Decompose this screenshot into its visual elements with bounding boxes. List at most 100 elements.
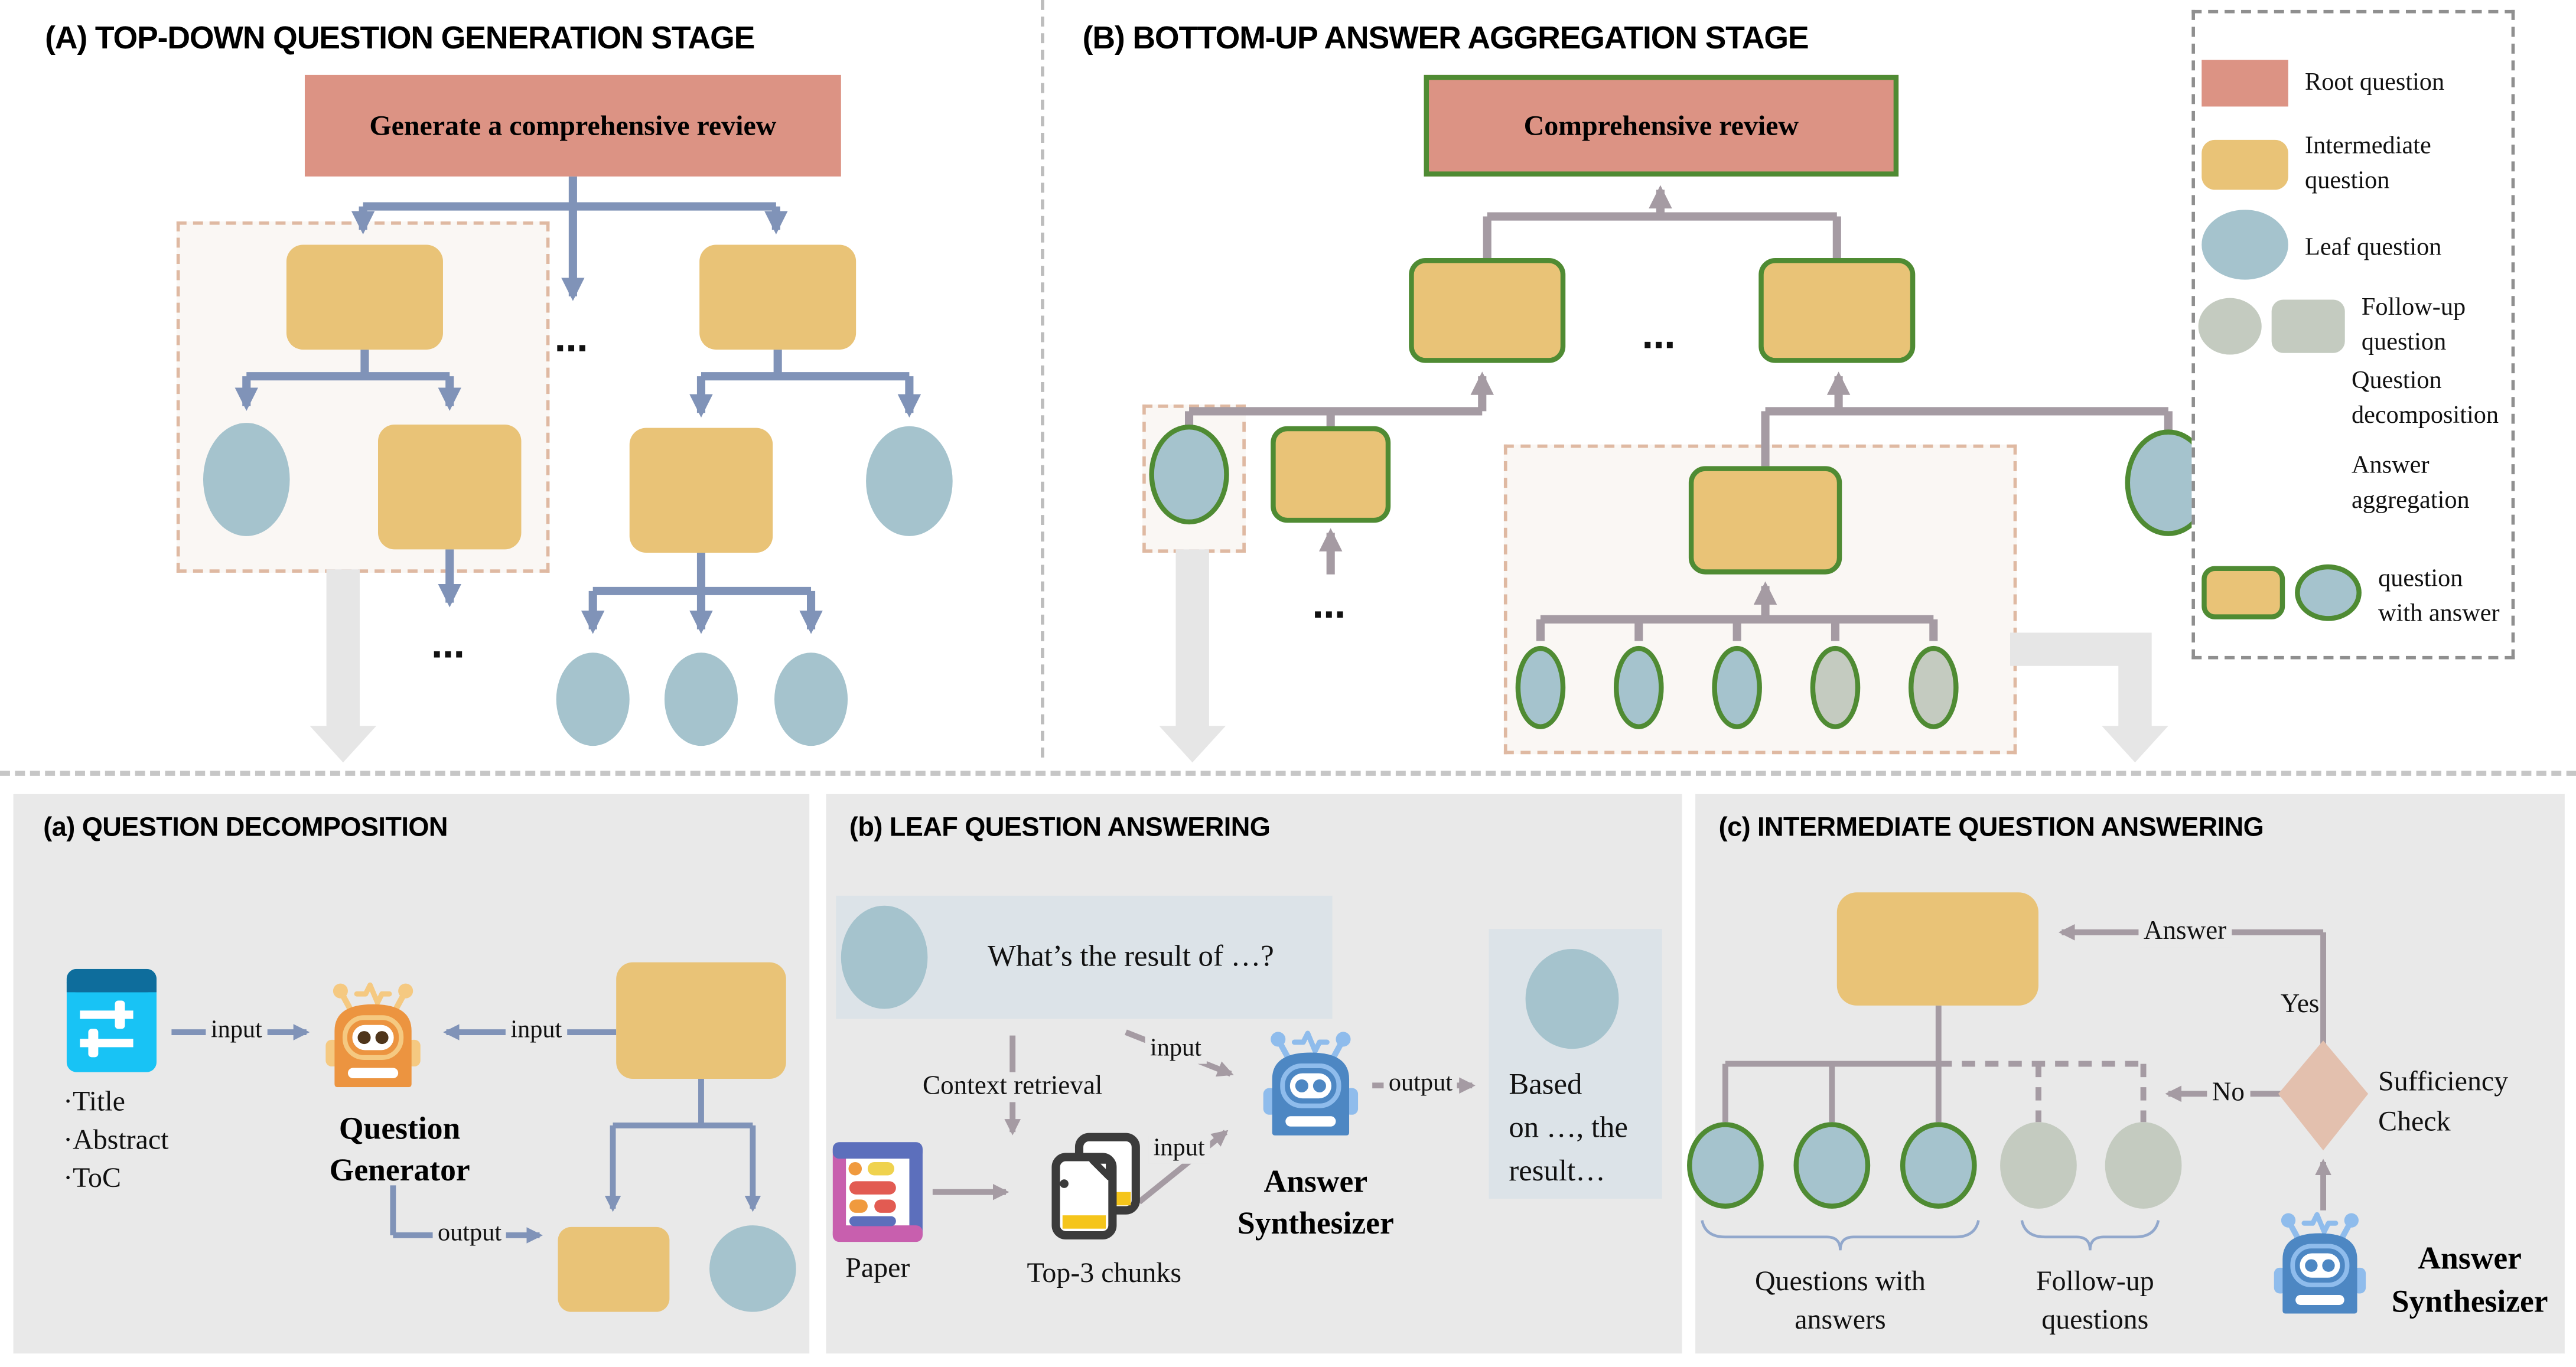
document-fields-list: ·Title ·Abstract ·ToC [63,1082,168,1198]
stage-a-root-label: Generate a comprehensive review [369,109,777,141]
paper-icon [832,1142,923,1242]
panel-a-parent-question-node [616,962,786,1079]
doc-field-abstract: ·Abstract [63,1124,169,1156]
panel-b-synthesizer-line2: Synthesizer [1237,1207,1394,1242]
answer-synthesizer-robot-icon [1258,1029,1364,1136]
panel-a-leaf-node [709,1225,796,1312]
panel-a-input-right-label: input [505,1017,567,1046]
sufficiency-line1: Sufficiency [2378,1065,2509,1097]
panel-c-braces [1701,1220,2160,1251]
legend-withanswer-line1: question [2378,566,2463,593]
question-generator-label: Question Generator [283,1109,516,1192]
leaf-question-circle [841,905,928,1009]
stage-a-ellipsis-sub: … [431,626,468,666]
stage-a-intermediate-1 [286,244,443,350]
brace-left-line2: answers [1795,1303,1886,1336]
stage-b-intermediate-4 [1688,466,1842,575]
document-outline-icon [66,968,157,1072]
panel-b-synthesizer-label: Answer Synthesizer [1186,1162,1445,1245]
stage-a-leaf-4 [664,652,738,746]
panel-b-input-bottom-label: input [1148,1135,1210,1164]
legend-root-label: Root question [2305,70,2445,97]
legend-intermediate-swatch [2202,139,2288,190]
question-generator-line1: Question [338,1112,461,1147]
legend-aggregation-label: Answer aggregation [2352,449,2470,519]
panel-b-title: (b) LEAF QUESTION ANSWERING [849,814,1271,843]
panel-b-synthesizer-line1: Answer [1263,1165,1368,1200]
legend-intermediate-line2: question [2305,168,2390,195]
legend-answered-circle-swatch [2295,564,2362,621]
leaf-question-text: What’s the result of …? [987,939,1274,973]
panel-c-synthesizer-line1: Answer [2418,1242,2522,1277]
paper-label: Paper [845,1252,910,1284]
panel-a-title: (a) QUESTION DECOMPOSITION [43,814,448,843]
panel-c-synthesizer-robot-icon [2268,1211,2372,1314]
panel-c-answered-1 [1687,1122,1764,1209]
legend-leaf-label: Leaf question [2305,234,2442,262]
panel-c-answer-label: Answer [2138,917,2232,948]
stage-a-title: (A) TOP-DOWN QUESTION GENERATION STAGE [45,21,755,57]
context-retrieval-label: Context retrieval [917,1072,1108,1102]
stage-a-intermediate-4 [629,428,773,553]
legend-followup-line1: Follow-up [2361,295,2466,322]
legend-followup-line2: question [2361,329,2447,357]
brace-right-line2: questions [2041,1303,2149,1336]
answer-result-text: Based on …, the result… [1509,1062,1628,1192]
panel-b-output-label: output [1383,1070,1458,1099]
stage-a-ellipsis-mid: … [554,319,591,360]
panel-c-answered-3 [1900,1122,1977,1209]
legend-aggregation-line1: Answer [2351,452,2430,479]
stage-b-intermediate-3 [1271,426,1391,523]
legend-followup-label: Follow-up question [2362,291,2466,361]
stage-a-leaf-3 [556,652,630,746]
panel-c-title: (c) INTERMEDIATE QUESTION ANSWERING [1718,814,2264,843]
doc-field-title: ·Title [63,1085,125,1117]
answer-result-circle [1525,949,1619,1049]
stage-a-to-panel-a-arrow [310,569,377,763]
question-generator-line2: Generator [329,1153,470,1189]
question-generator-robot-icon [320,981,426,1088]
stage-a-leaf-2 [866,426,953,536]
panel-c-followup-1 [2000,1122,2077,1209]
questions-with-answers-label: Questions with answers [1724,1262,1957,1339]
stage-a-connectors [235,176,921,634]
stage-b-to-panel-b-arrow [1159,549,1226,763]
stage-b-intermediate-1 [1409,258,1566,363]
legend-withanswer-label: question with answer [2378,563,2500,632]
panel-c-yes-label: Yes [2280,990,2320,1019]
brace-left-line1: Questions with [1754,1265,1926,1297]
panel-c-background [1695,794,2565,1354]
stage-b-followup-2 [1909,645,1959,729]
stage-b-leaf-4 [1613,645,1664,729]
panel-c-synthesizer-line2: Synthesizer [2391,1285,2548,1320]
brace-right-line1: Follow-up [2036,1265,2154,1297]
legend-followup-rect-swatch [2271,299,2345,353]
followup-questions-label: Follow-up questions [1995,1262,2195,1339]
answer-line-1: Based [1509,1067,1582,1101]
panel-c-no-label: No [2207,1078,2250,1109]
panel-a-subquestion-node [558,1226,670,1312]
stage-a-intermediate-3 [378,424,522,550]
panel-a-input-left-label: input [206,1017,268,1046]
stage-b-root-label: Comprehensive review [1523,109,1799,141]
panel-c-synthesizer-label: Answer Synthesizer [2372,1239,2568,1326]
stage-b-ellipsis-sub: … [1312,586,1349,627]
legend-decomposition-line1: Question [2351,368,2442,395]
legend-aggregation-line2: aggregation [2351,488,2470,515]
legend-intermediate-label: Intermediate question [2305,130,2431,200]
stage-b-leaf-1 [1149,424,1229,525]
legend-root-swatch [2202,60,2288,107]
sufficiency-check-diamond [2278,1040,2369,1151]
stage-divider-vertical [1041,0,1044,758]
stage-b-to-panel-c-arrow [2010,632,2168,763]
stage-b-root-question: Comprehensive review [1424,74,1899,177]
stage-b-ellipsis-mid: … [1642,316,1679,357]
panel-c-intermediate-node [1836,892,2038,1006]
answer-line-2: on …, the [1509,1110,1628,1144]
panel-a-output-label: output [432,1220,507,1249]
stage-divider-horizontal [0,771,2576,776]
stage-b-leaf-5 [1712,645,1762,729]
sufficiency-check-label: Sufficiency Check [2378,1062,2508,1142]
sufficiency-line2: Check [2378,1105,2451,1137]
